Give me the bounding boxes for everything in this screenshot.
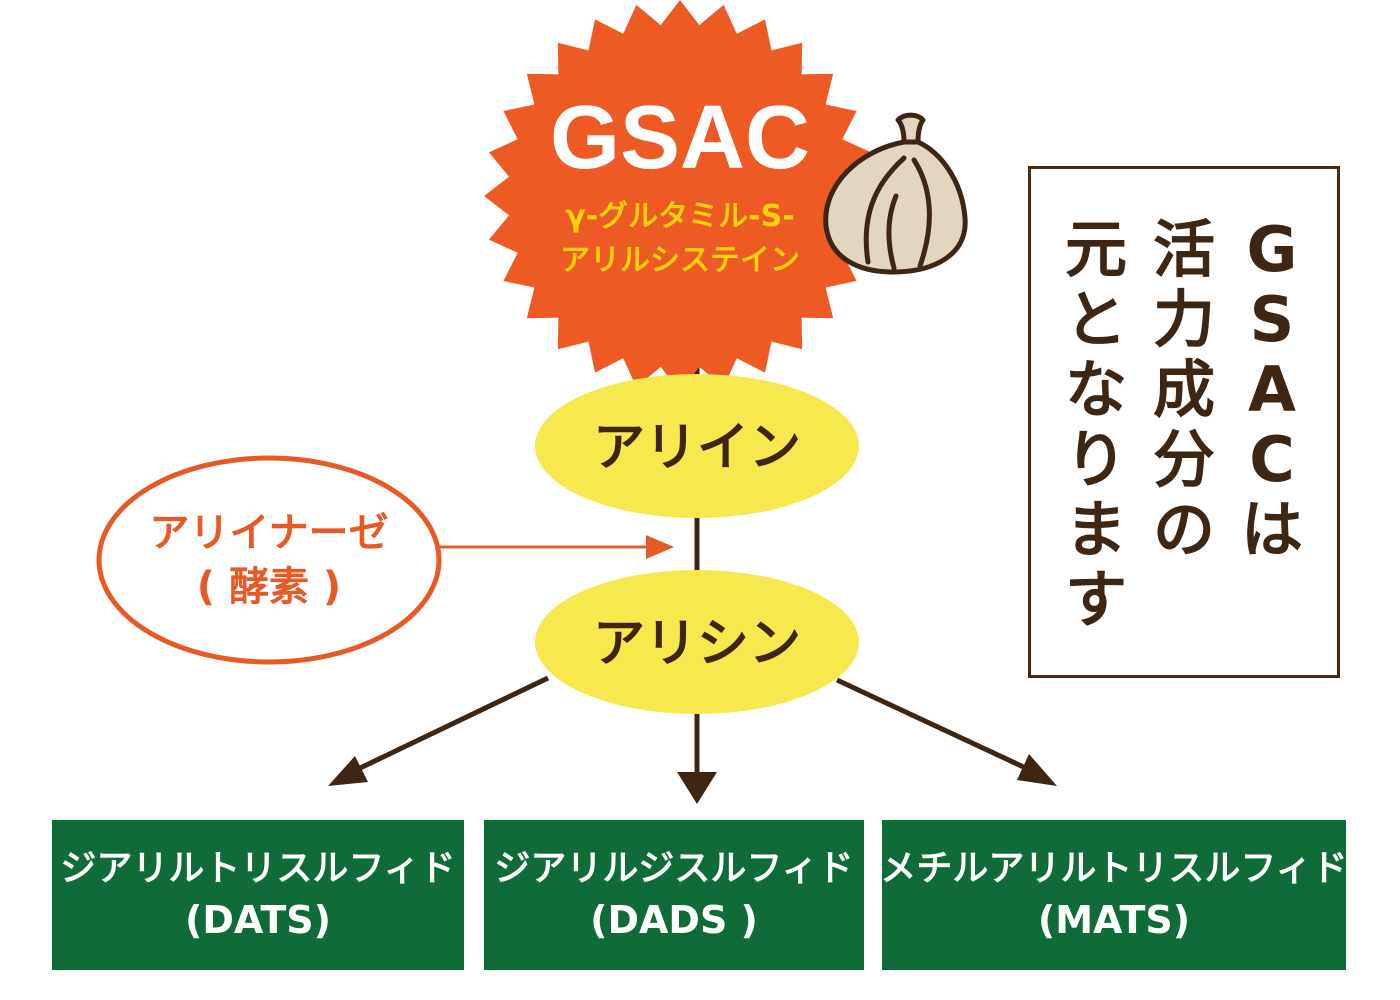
alliin-ellipse xyxy=(535,374,859,518)
product-name-mats: メチルアリルトリスルフィド xyxy=(880,848,1348,889)
flow-line-mats xyxy=(835,677,1032,773)
alliin-label: アリイン xyxy=(593,418,801,478)
product-name-dats: ジアリルトリスルフィド xyxy=(60,848,456,889)
note-glyph: の xyxy=(1152,493,1215,566)
note-column-3: 元となります xyxy=(1061,215,1131,675)
note-glyph: C xyxy=(1249,423,1295,496)
enzyme-arrowhead xyxy=(646,535,674,559)
flow-line-dats xyxy=(354,675,550,773)
note-glyph: 成 xyxy=(1152,353,1215,426)
gsac-subtitle-line2: アリルシステイン xyxy=(560,243,800,278)
product-abbr-dads: (DADS ) xyxy=(590,898,758,942)
enzyme-label-line1: アリイナーゼ xyxy=(149,510,388,556)
note-glyph: 力 xyxy=(1152,283,1215,356)
allicin-label: アリシン xyxy=(593,614,801,674)
note-glyph: り xyxy=(1064,423,1127,496)
arrowhead-mats xyxy=(1017,754,1057,786)
note-glyph: 元 xyxy=(1064,213,1127,286)
note-glyph: S xyxy=(1249,283,1295,356)
note-glyph: と xyxy=(1064,283,1127,356)
note-glyph: は xyxy=(1240,493,1303,566)
product-box-mats: メチルアリルトリスルフィド (MATS) xyxy=(880,820,1348,970)
product-name-dads: ジアリルジスルフィド xyxy=(494,848,854,889)
garlic-icon xyxy=(823,112,968,275)
allicin-ellipse xyxy=(535,570,859,714)
note-glyph: な xyxy=(1064,353,1127,426)
note-glyph: 分 xyxy=(1152,423,1215,496)
gsac-burst xyxy=(484,0,876,392)
note-glyph: す xyxy=(1064,563,1127,636)
enzyme-ellipse xyxy=(96,455,442,665)
note-glyph: 活 xyxy=(1152,213,1215,286)
note-column-2: 活力成分の xyxy=(1149,215,1219,675)
product-box-dats: ジアリルトリスルフィド (DATS) xyxy=(52,820,464,970)
note-glyph: A xyxy=(1248,353,1296,426)
product-box-dads: ジアリルジスルフィド (DADS ) xyxy=(484,820,864,970)
gsac-title: GSAC xyxy=(550,88,810,188)
gsac-subtitle-line1: γ-グルタミル-S- xyxy=(565,199,794,234)
arrowhead-dads xyxy=(677,772,717,804)
product-abbr-mats: (MATS) xyxy=(1037,898,1191,942)
enzyme-label-line2: ( 酵素 ) xyxy=(197,564,341,610)
arrowhead-dats xyxy=(328,756,368,786)
note-glyph: G xyxy=(1246,213,1298,286)
product-abbr-dats: (DATS) xyxy=(184,898,332,942)
note-glyph: ま xyxy=(1064,493,1127,566)
